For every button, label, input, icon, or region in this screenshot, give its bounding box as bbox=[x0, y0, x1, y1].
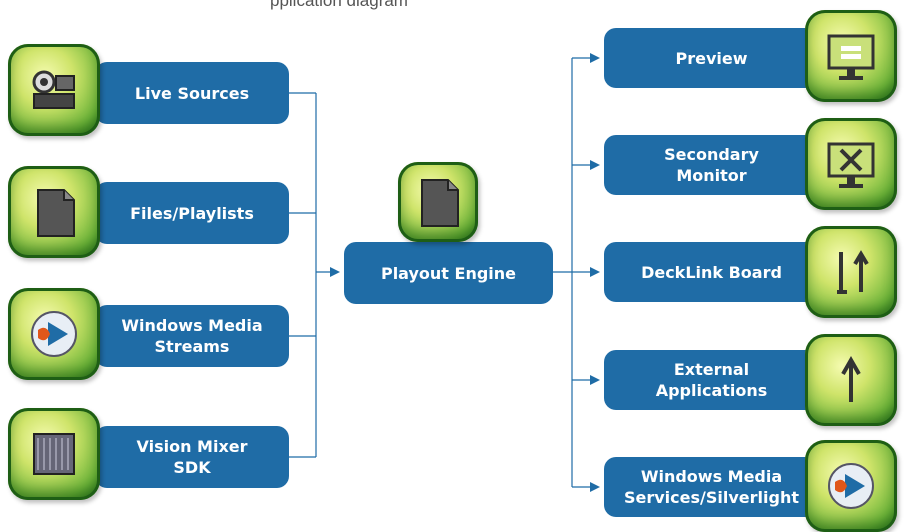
vision-mixer-sdk-box: Vision Mixer SDK bbox=[95, 426, 289, 488]
windows-media-services-box: Windows Media Services/Silverlight bbox=[604, 457, 819, 517]
windows-media-streams-label: Windows Media Streams bbox=[121, 316, 263, 356]
windows-media-icon bbox=[8, 288, 100, 380]
external-applications-box: External Applications bbox=[604, 350, 819, 410]
decklink-board-label: DeckLink Board bbox=[641, 262, 782, 282]
files-playlists-label: Files/Playlists bbox=[130, 203, 254, 223]
monitor-x-icon bbox=[805, 118, 897, 210]
playout-engine-label: Playout Engine bbox=[380, 263, 517, 283]
camera-icon bbox=[8, 44, 100, 136]
windows-media-streams-box: Windows Media Streams bbox=[95, 305, 289, 367]
mixer-icon bbox=[8, 408, 100, 500]
secondary-monitor-label: Secondary Monitor bbox=[664, 145, 759, 185]
files-playlists-box: Files/Playlists bbox=[95, 182, 289, 244]
preview-box: Preview bbox=[604, 28, 819, 88]
external-app-icon bbox=[805, 334, 897, 426]
preview-label: Preview bbox=[675, 48, 748, 68]
engine-file-icon bbox=[398, 162, 478, 242]
live-sources-box: Live Sources bbox=[95, 62, 289, 124]
decklink-icon bbox=[805, 226, 897, 318]
wm-services-icon bbox=[805, 440, 897, 532]
secondary-monitor-box: Secondary Monitor bbox=[604, 135, 819, 195]
live-sources-label: Live Sources bbox=[134, 83, 250, 103]
decklink-board-box: DeckLink Board bbox=[604, 242, 819, 302]
windows-media-services-label: Windows Media Services/Silverlight bbox=[623, 467, 799, 507]
monitor-icon bbox=[805, 10, 897, 102]
external-applications-label: External Applications bbox=[655, 360, 768, 400]
diagram-header-text: pplication diagram bbox=[270, 0, 408, 10]
playout-engine-box: Playout Engine bbox=[344, 242, 553, 304]
vision-mixer-sdk-label: Vision Mixer SDK bbox=[136, 437, 248, 477]
file-icon bbox=[8, 166, 100, 258]
